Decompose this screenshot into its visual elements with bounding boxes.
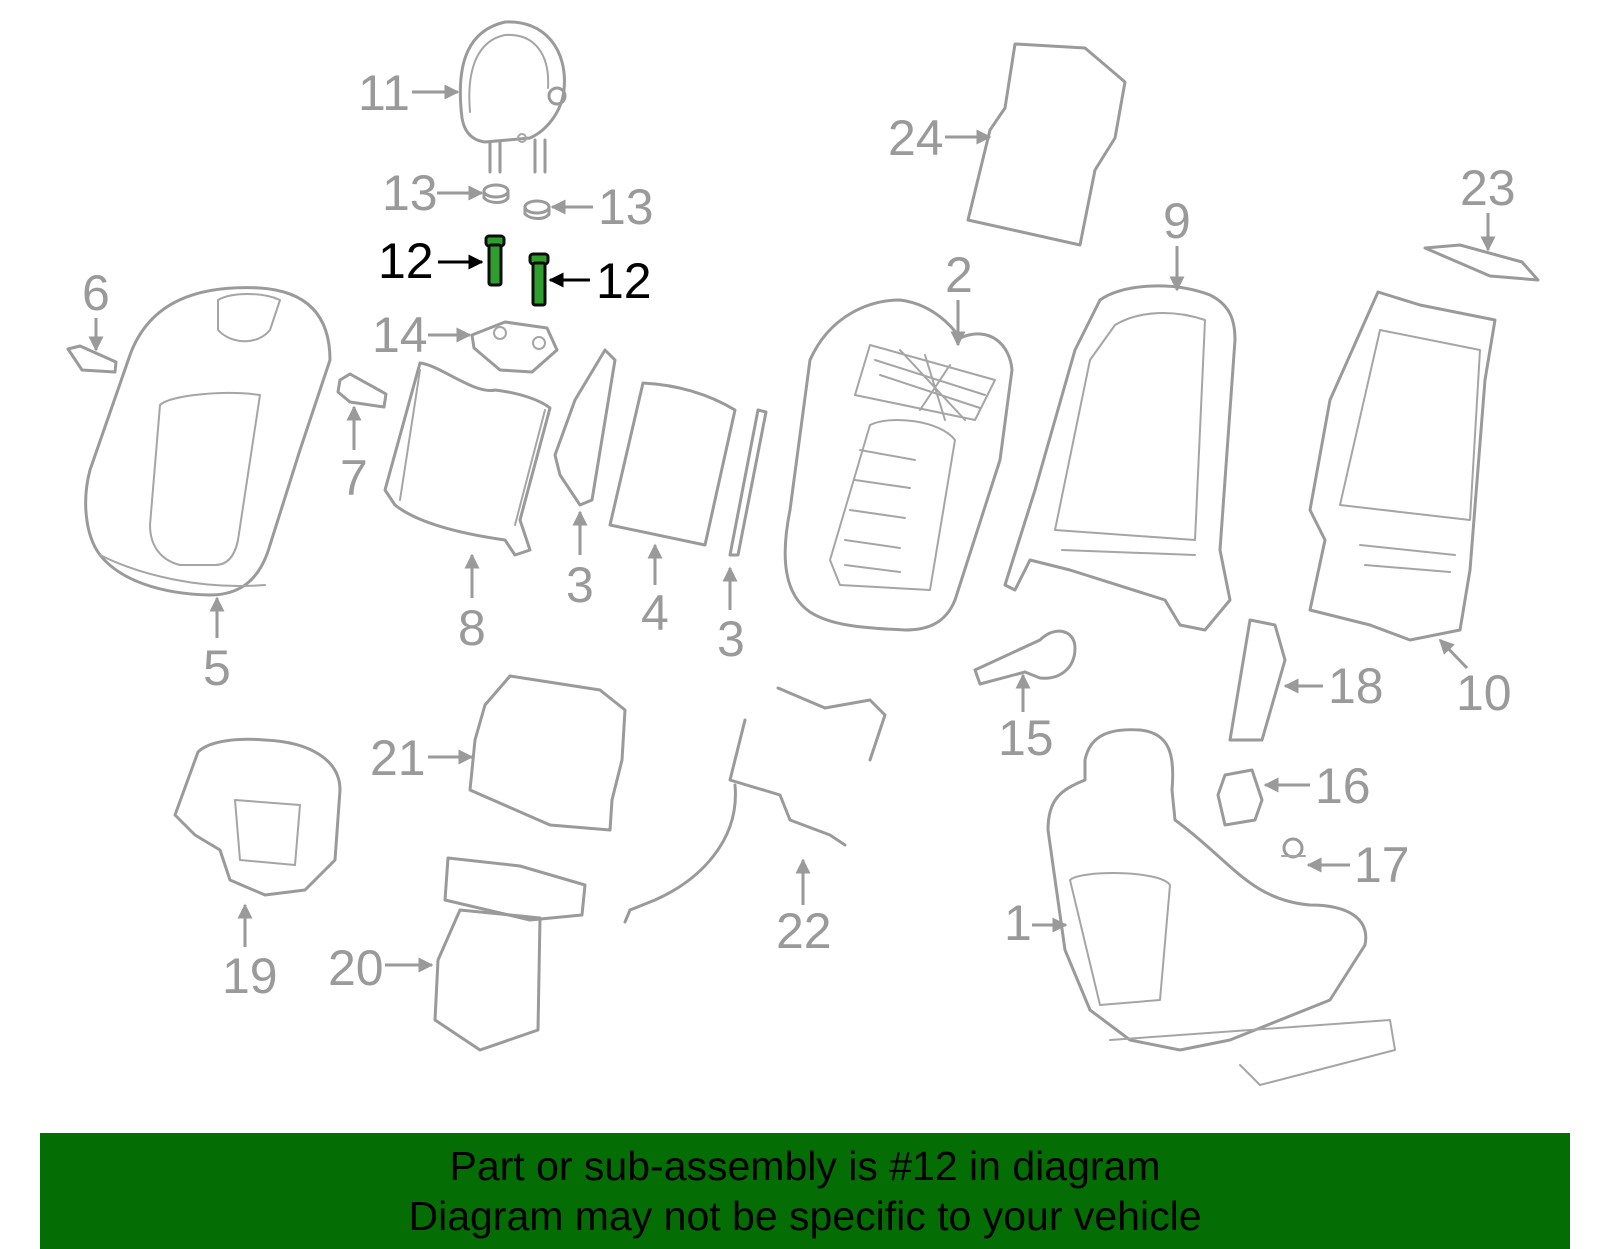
fan-module-part [173,737,342,897]
callout-label: 20 [328,940,384,996]
callout-label: 18 [1328,658,1384,714]
seat-module-21-part [468,674,627,832]
side-trim-part [1228,618,1287,742]
callout-label: 3 [566,557,594,613]
callout-4: 4 [641,543,669,641]
seatback-rear-panel-part [1308,290,1497,642]
callout-label: 8 [458,600,486,656]
rear-panel-part [608,381,737,547]
callout-label: 7 [340,450,368,506]
callout-2: 2 [945,247,973,347]
control-module-part [433,856,587,1052]
callout-label: 17 [1354,837,1410,893]
callout-label: 3 [717,611,745,667]
callout-label: 21 [370,730,426,786]
seatback-pad-part [383,361,552,557]
callout-label: 14 [372,307,428,363]
side-panel-part [553,348,617,507]
callout-label: 19 [222,948,278,1004]
guide-pin-part [484,234,550,307]
callout-21: 21 [370,730,474,786]
callout-24: 24 [888,110,992,166]
banner-line-disclaimer: Diagram may not be specific to your vehi… [408,1193,1202,1239]
seat-assembly-part [1046,728,1396,1086]
wire-harness-part [623,686,887,924]
trim-piece-part [1423,243,1540,282]
callout-14: 14 [372,307,472,363]
seatback-cover-part [84,286,332,597]
callout-3b: 3 [717,566,745,667]
clip-17-part [1281,837,1306,859]
callout-5: 5 [203,596,231,696]
callout-label: 22 [776,903,832,959]
callout-label: 6 [82,265,110,321]
callout-6: 6 [82,265,110,352]
callout-8: 8 [458,553,486,656]
info-banner: Part or sub-assembly is #12 in diagram D… [40,1133,1570,1249]
bushing-part [482,183,551,220]
callout-20: 20 [328,940,434,996]
callout-label: 13 [382,165,438,221]
callout-label-highlight: 12 [596,253,652,309]
callout-19: 19 [222,903,278,1004]
seatback-frame-part [1003,284,1237,632]
trim-clip-part [66,344,118,374]
small-bracket-part [336,372,388,409]
callout-1: 1 [1004,895,1068,951]
callout-label: 10 [1456,665,1512,721]
headrest-bracket-part [470,320,559,374]
callout-10: 10 [1438,638,1512,721]
callout-13b: 13 [550,179,654,235]
callout-label: 4 [641,585,669,641]
callout-label: 16 [1315,758,1371,814]
small-bracket-16-part [1216,768,1264,827]
callout-18: 18 [1283,658,1384,714]
callout-label: 23 [1460,160,1516,216]
seat-parts-diagram: 1 2 3 3 4 5 6 7 8 9 10 11 [66,20,1540,1086]
callout-label: 11 [358,65,410,121]
callout-12a: 12 [378,233,484,289]
callout-13a: 13 [382,165,484,221]
callout-17: 17 [1306,837,1410,893]
callout-label: 5 [203,640,231,696]
callout-label: 24 [888,110,944,166]
callout-label: 9 [1163,193,1191,249]
callout-11: 11 [358,65,460,121]
callout-3a: 3 [566,510,594,613]
callout-9: 9 [1163,193,1191,292]
callout-16: 16 [1263,758,1371,814]
headrest-part [458,20,567,174]
callout-label: 2 [945,247,973,303]
seatback-cushion-part [783,298,1014,632]
recliner-cover-part [973,629,1077,686]
callout-15: 15 [998,673,1054,766]
trim-strip-part [728,408,768,557]
callout-22: 22 [776,858,832,959]
banner-line-part-info: Part or sub-assembly is #12 in diagram [449,1143,1161,1189]
callout-12b: 12 [548,253,652,309]
callout-23: 23 [1460,160,1516,252]
callout-label: 15 [998,710,1054,766]
callout-label: 1 [1004,895,1032,951]
callout-label: 13 [598,179,654,235]
callout-label-highlight: 12 [378,233,434,289]
lumbar-panel-part [966,42,1127,247]
callout-7: 7 [340,405,368,506]
